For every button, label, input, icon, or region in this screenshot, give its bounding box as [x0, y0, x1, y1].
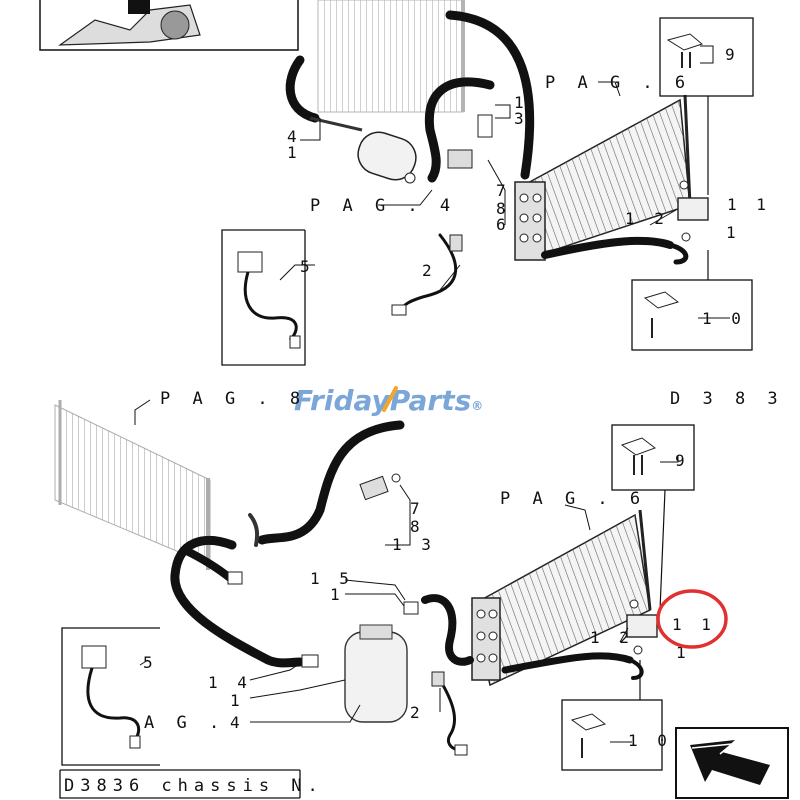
callout-4-bottom: 4 [230, 713, 245, 732]
svg-text:FridayParts®: FridayParts® [294, 384, 483, 417]
callout-9-top: 9 [725, 45, 740, 64]
callout-box-9-top [659, 17, 754, 195]
callout-5-bottom: 5 [143, 653, 158, 672]
callout-7-top: 7 [496, 181, 511, 200]
watermark-part2: Parts [390, 384, 471, 417]
callout-12-top: 1 2 [625, 209, 669, 228]
callout-10-top: 1 0 [702, 309, 746, 328]
highlight-circle [656, 589, 728, 649]
label-pag6-bottom: P A G . 6 [500, 489, 646, 509]
callout-9-bottom: 9 [675, 451, 690, 470]
callout-11-bottom: 1 1 [672, 615, 716, 634]
callout-box-9-bottom [611, 424, 695, 611]
watermark-logo: FridayParts® [294, 384, 483, 417]
watermark-mark: ® [471, 399, 483, 413]
diagram-code: D 3 8 3 [670, 389, 784, 409]
footer-chassis-text: D3836 chassis N. [64, 776, 324, 796]
label-pag8-bottom: P A G . 8 [160, 389, 306, 409]
evaporator-top [514, 94, 692, 261]
evaporator-bottom [471, 509, 652, 687]
label-pag4-bottom: A G . [144, 713, 225, 733]
drier-bottom [227, 473, 658, 756]
callout-8-bottom: 8 [410, 517, 425, 536]
callout-13-bottom: 1 3 [392, 535, 436, 554]
callout-6-top: 6 [496, 215, 511, 234]
callout-11-top: 1 1 [727, 195, 771, 214]
callout-5-top: 5 [300, 257, 315, 276]
callout-box-10-top [631, 250, 753, 351]
callout-7-bottom: 7 [410, 499, 425, 518]
callout-8-top: 8 [496, 199, 511, 218]
label-pag4-top: P A G . 4 [310, 196, 456, 216]
hoses-bottom [170, 420, 644, 752]
callout-1-top-a: 1 [514, 93, 529, 112]
condenser-top [317, 0, 465, 113]
callout-14-bottom: 1 4 [208, 673, 252, 692]
hoses-top [285, 10, 689, 314]
next-page-arrow-icon[interactable] [675, 727, 789, 799]
callout-10-bottom: 1 0 [628, 731, 672, 750]
callout-1-top-b: 1 [287, 143, 302, 162]
callout-box-5-top [221, 229, 306, 366]
callout-4-top: 4 [287, 127, 302, 146]
footer-chassis: D3836 chassis N. [59, 769, 324, 799]
loader-inset [39, 0, 299, 51]
label-pag6-top: P A G . 6 [545, 73, 691, 93]
callout-3-top: 3 [514, 109, 529, 128]
callout-2-top: 2 [422, 261, 437, 280]
callout-box-10-bottom [561, 660, 663, 771]
leader-lines-top [279, 45, 730, 319]
leader-lines-bottom [134, 399, 679, 743]
callout-1-top-c: 1 [726, 223, 741, 242]
drier-top [309, 114, 709, 316]
callout-2-bottom: 2 [410, 703, 425, 722]
callout-12-bottom: 1 2 [590, 628, 634, 647]
callout-1-bottom-c: 1 [676, 643, 691, 662]
callout-box-5-bottom [61, 627, 160, 766]
watermark-part1: Friday [294, 384, 392, 417]
callout-1-bottom-b: 1 [230, 691, 245, 710]
callout-15-bottom: 1 5 [310, 569, 354, 588]
callout-1-bottom-a: 1 [330, 585, 345, 604]
